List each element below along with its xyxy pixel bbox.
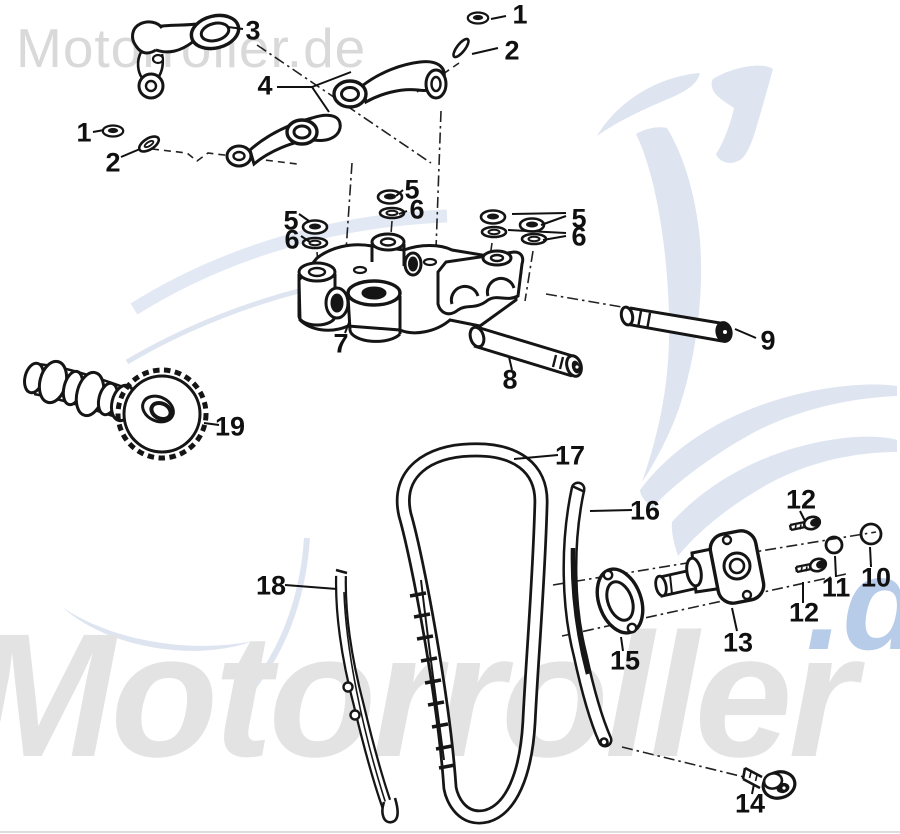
part-label-2: 2	[504, 35, 520, 66]
part-label-7: 7	[333, 328, 349, 359]
part-label-14: 14	[734, 788, 766, 819]
pin-part-2-top	[452, 37, 470, 59]
part-label-10: 10	[860, 562, 892, 593]
part-label-6: 6	[409, 194, 425, 225]
part-label-11: 11	[821, 572, 851, 603]
sprocket-teeth	[115, 367, 209, 461]
part-label-2: 2	[105, 147, 121, 178]
logo-bird-shape	[62, 65, 897, 651]
chain-guide-part-16	[562, 481, 613, 748]
part-label-1: 1	[76, 117, 92, 148]
part-label-16: 16	[629, 495, 661, 526]
part-label-15: 15	[609, 645, 641, 676]
part-label-5: 5	[404, 174, 420, 205]
bolt-part-14	[741, 766, 797, 800]
leader-lines	[92, 15, 872, 795]
part-label-5: 5	[283, 205, 299, 236]
watermark-domain-suffix: .de	[806, 530, 900, 677]
part-label-12: 12	[785, 484, 817, 515]
part-label-17: 17	[554, 440, 586, 471]
chain-guide-part-18	[334, 568, 399, 824]
camshaft-part-19	[23, 359, 209, 461]
part-label-6: 6	[571, 221, 587, 252]
part-label-3: 3	[245, 15, 261, 46]
rocker-arm-part-3	[131, 13, 241, 100]
part-label-8: 8	[502, 364, 518, 395]
part-label-12: 12	[788, 597, 820, 628]
part-label-5: 5	[571, 203, 587, 234]
part-label-9: 9	[760, 325, 776, 356]
bottom-border	[0, 831, 900, 833]
part-label-6: 6	[284, 224, 300, 255]
part-label-4: 4	[257, 70, 273, 101]
rocker-arms-part-4	[225, 60, 448, 168]
part-label-18: 18	[255, 570, 287, 601]
chain-links	[409, 591, 456, 770]
camshaft-holder-part-7	[297, 232, 525, 343]
part-label-13: 13	[722, 627, 754, 658]
part-label-1: 1	[512, 0, 528, 30]
gasket-part-15	[595, 567, 645, 635]
o-ring-part-11	[824, 535, 844, 555]
tensioner-part-13	[654, 529, 766, 605]
part-label-19: 19	[214, 411, 246, 442]
washer-part-10	[859, 522, 883, 546]
cam-chain-part-17	[395, 442, 549, 825]
shaft-part-9	[619, 305, 733, 343]
shaft-part-8	[468, 325, 583, 378]
